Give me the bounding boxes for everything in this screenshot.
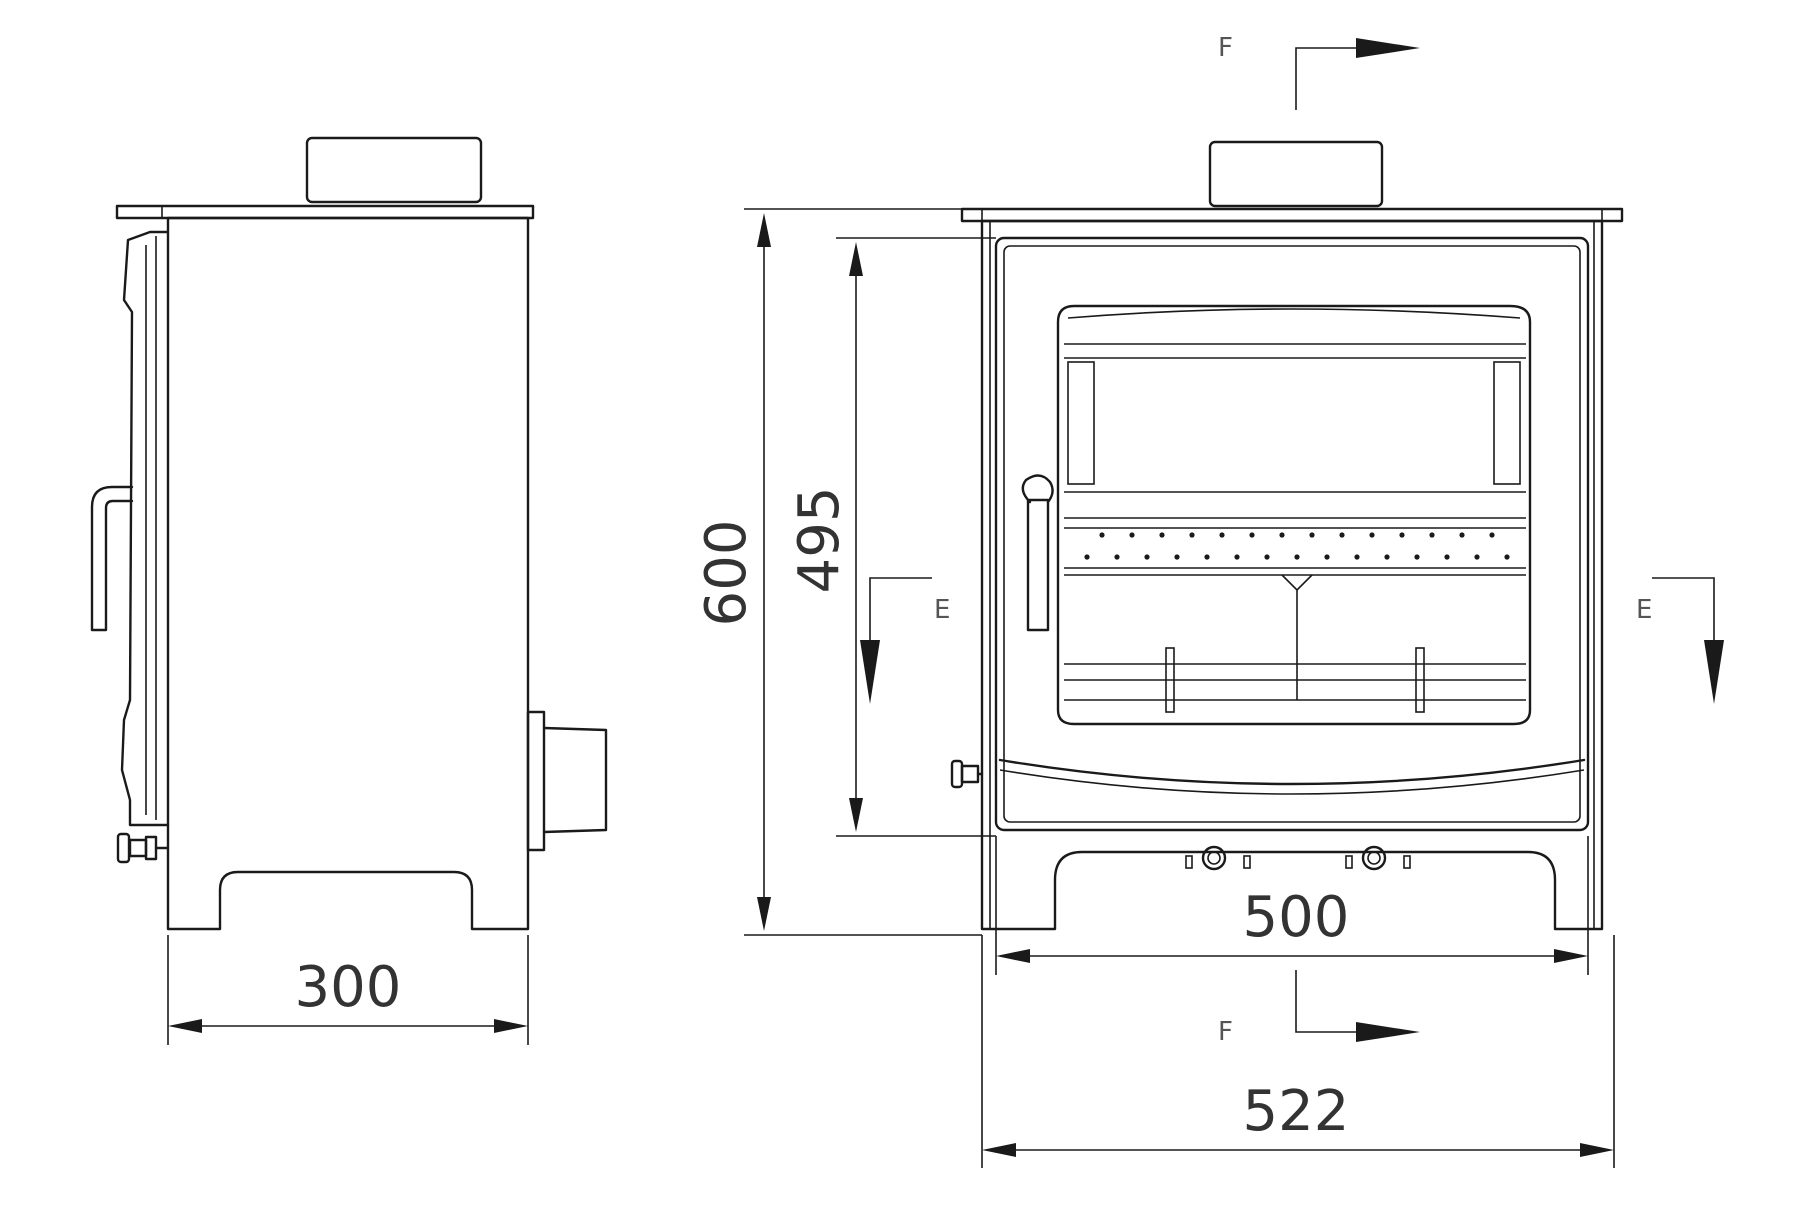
side-air-control	[116, 832, 170, 864]
front-door-handle	[1021, 474, 1054, 632]
side-rear-flue-outlet	[526, 710, 608, 852]
front-bottom-controls	[1185, 845, 1411, 871]
dimension-522: 522	[981, 935, 1615, 1168]
side-top-plate	[115, 204, 535, 220]
dimension-495: 495	[787, 237, 996, 837]
side-body	[166, 216, 530, 931]
side-door-handle	[90, 485, 134, 632]
front-glass-window	[1056, 304, 1532, 726]
front-body	[980, 219, 1604, 931]
section-mark-e-left: E	[860, 577, 950, 704]
airwash-holes	[1084, 532, 1510, 560]
front-top-plate	[960, 207, 1624, 223]
svg-text:E: E	[934, 595, 950, 625]
dimension-500-label: 500	[1243, 885, 1350, 950]
side-view	[90, 136, 608, 931]
dimension-522-label: 522	[1243, 1079, 1350, 1144]
dimension-600-label: 600	[694, 520, 759, 627]
svg-text:F: F	[1218, 33, 1233, 63]
dimension-495-label: 495	[787, 487, 852, 594]
svg-text:E: E	[1636, 595, 1652, 625]
section-mark-f-top: F	[1218, 33, 1420, 110]
dimension-300-label: 300	[295, 955, 402, 1020]
front-flue-collar	[1208, 140, 1384, 208]
front-door-panel	[994, 236, 1590, 832]
front-view	[950, 140, 1624, 931]
front-air-control	[950, 759, 984, 789]
section-mark-e-right: E	[1636, 577, 1724, 704]
dimension-300: 300	[167, 935, 529, 1045]
svg-text:F: F	[1218, 1017, 1233, 1047]
dimension-600: 600	[694, 208, 982, 936]
side-flue-collar	[305, 136, 483, 204]
side-door-profile	[120, 230, 170, 827]
dimension-500: 500	[995, 836, 1589, 975]
section-mark-f-bottom: F	[1218, 970, 1420, 1047]
